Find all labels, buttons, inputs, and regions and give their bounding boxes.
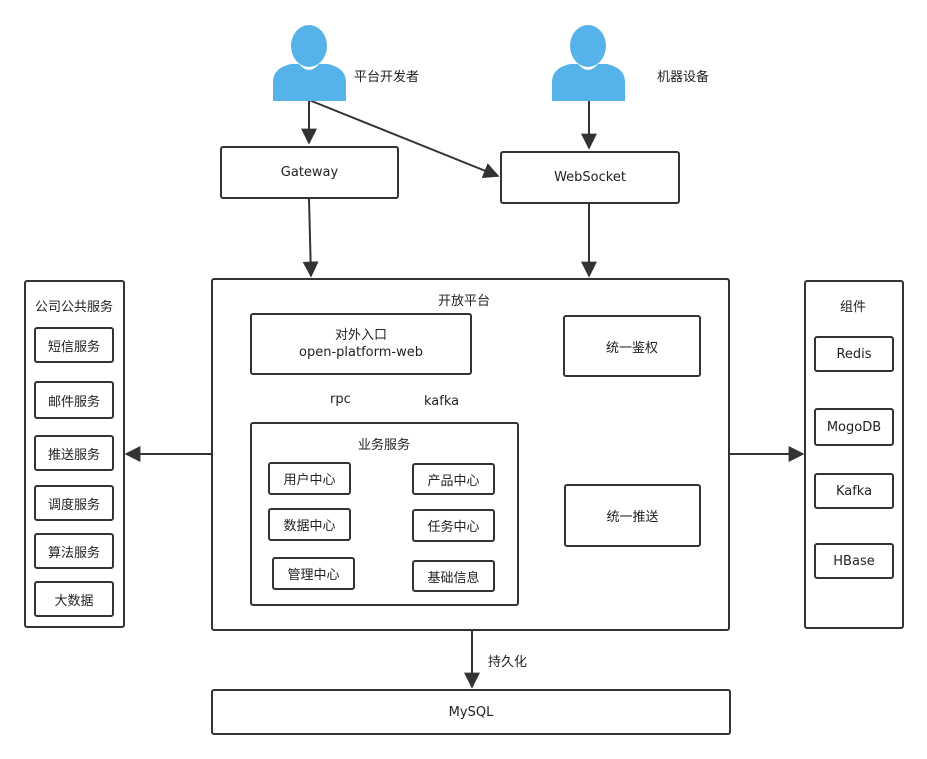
sms-service-label: 短信服务 [47, 339, 100, 355]
rpc-label: rpc [330, 392, 351, 407]
mogodb-label: MogoDB [826, 419, 882, 435]
schedule-service-box: 调度服务 [34, 485, 114, 521]
public-services-title: 公司公共服务 [35, 300, 114, 315]
email-service-box: 邮件服务 [34, 381, 114, 419]
product-center-label: 产品中心 [427, 473, 480, 489]
developer-label: 平台开发者 [354, 70, 420, 85]
hbase-box: HBase [814, 543, 894, 579]
business-services-title: 业务服务 [358, 438, 411, 453]
product-center-box: 产品中心 [412, 463, 495, 495]
developer-user-icon [273, 25, 346, 101]
algorithm-service-label: 算法服务 [47, 545, 100, 561]
gateway-box: Gateway [220, 146, 399, 199]
sms-service-box: 短信服务 [34, 327, 114, 363]
websocket-box: WebSocket [500, 151, 680, 204]
data-center-box: 数据中心 [268, 508, 351, 541]
entry-label-en: open-platform-web [299, 345, 423, 360]
redis-box: Redis [814, 336, 894, 372]
entry-label-cn: 对外入口 [334, 328, 387, 343]
redis-label: Redis [836, 346, 872, 362]
arrow-gateway-to-platform [302, 198, 319, 278]
open-platform-title: 开放平台 [438, 294, 491, 309]
management-center-box: 管理中心 [272, 557, 355, 590]
auth-label: 统一鉴权 [605, 340, 658, 356]
algorithm-service-box: 算法服务 [34, 533, 114, 569]
components-title: 组件 [840, 300, 867, 315]
basic-info-box: 基础信息 [412, 560, 495, 592]
schedule-service-label: 调度服务 [47, 497, 100, 513]
management-center-label: 管理中心 [287, 568, 340, 583]
user-center-label: 用户中心 [283, 473, 336, 488]
kafka-box: Kafka [814, 473, 894, 509]
arrow-developer-to-websocket [308, 99, 500, 179]
gateway-label: Gateway [280, 165, 339, 180]
kafka-component-label: Kafka [835, 483, 873, 499]
task-center-label: 任务中心 [427, 520, 480, 535]
device-label: 机器设备 [657, 70, 710, 85]
bigdata-service-label: 大数据 [54, 593, 94, 609]
mysql-label: MySQL [448, 704, 494, 720]
websocket-label: WebSocket [554, 170, 626, 185]
bigdata-service-box: 大数据 [34, 581, 114, 617]
user-center-box: 用户中心 [268, 462, 351, 495]
entry-box: 对外入口 open-platform-web [250, 313, 472, 375]
mysql-box: MySQL [211, 689, 731, 735]
task-center-box: 任务中心 [412, 509, 495, 542]
hbase-label: HBase [833, 553, 875, 569]
push-service-label: 推送服务 [47, 447, 100, 463]
data-center-label: 数据中心 [283, 519, 336, 534]
auth-box: 统一鉴权 [563, 315, 701, 377]
email-service-label: 邮件服务 [47, 394, 100, 410]
unified-push-box: 统一推送 [564, 484, 701, 547]
persist-label: 持久化 [488, 655, 528, 670]
mogodb-box: MogoDB [814, 408, 894, 446]
basic-info-label: 基础信息 [427, 570, 480, 586]
device-user-icon [552, 25, 625, 101]
push-service-box: 推送服务 [34, 435, 114, 471]
kafka-label: kafka [424, 394, 460, 409]
unified-push-label: 统一推送 [606, 510, 659, 525]
